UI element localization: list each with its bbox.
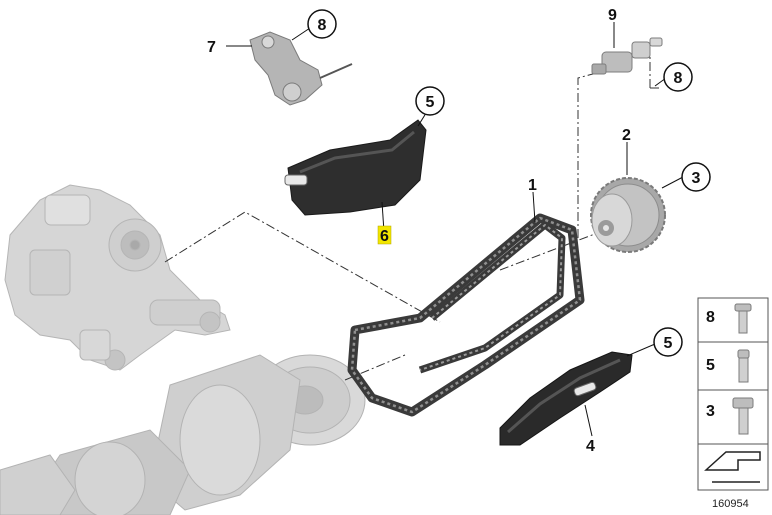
tensioner-pin bbox=[591, 37, 663, 75]
callout-9: 9 bbox=[608, 7, 617, 24]
callout-1: 1 bbox=[528, 177, 537, 194]
callout-2: 2 bbox=[622, 127, 631, 144]
callout-8-upper: 8 bbox=[318, 17, 327, 34]
bolt-icon bbox=[737, 349, 750, 383]
legend-row-bolt-3: 3 bbox=[706, 397, 754, 435]
callout-5-upper-circle: 5 bbox=[415, 86, 445, 116]
arrow-icon bbox=[704, 451, 761, 483]
tensioner-arm bbox=[249, 31, 353, 106]
callout-7: 7 bbox=[207, 39, 216, 56]
hex-bolt-icon bbox=[732, 397, 754, 435]
crankshaft bbox=[0, 354, 366, 515]
callout-5-lower: 5 bbox=[664, 335, 673, 352]
flange-bolt-icon bbox=[734, 303, 752, 334]
callout-8-right: 8 bbox=[674, 70, 683, 87]
high-pressure-pump bbox=[4, 184, 231, 371]
upper-chain-guide bbox=[284, 119, 427, 216]
callout-3: 3 bbox=[692, 170, 701, 187]
lower-chain-guide bbox=[499, 351, 633, 446]
callout-6-highlight: 6 bbox=[377, 225, 392, 245]
legend-row-bolt-5: 5 bbox=[706, 349, 750, 383]
leader-lines bbox=[164, 42, 662, 381]
legend-number: 8 bbox=[706, 309, 715, 326]
callout-8-right-circle: 8 bbox=[663, 62, 693, 92]
legend-number: 3 bbox=[706, 403, 715, 420]
callout-8-upper-circle: 8 bbox=[307, 9, 337, 39]
legend-number: 5 bbox=[706, 357, 715, 374]
reference-number: 160954 bbox=[712, 498, 749, 510]
camshaft-sprocket bbox=[590, 177, 666, 253]
timing-chain bbox=[347, 213, 585, 417]
callout-5-upper: 5 bbox=[426, 94, 435, 111]
callout-3-circle: 3 bbox=[681, 162, 711, 192]
legend-row-bolt-8: 8 bbox=[706, 303, 752, 334]
callout-4: 4 bbox=[586, 438, 595, 455]
callout-6: 6 bbox=[380, 228, 389, 245]
callout-5-lower-circle: 5 bbox=[653, 327, 683, 357]
legend-panel: 8 5 3 bbox=[697, 297, 769, 491]
